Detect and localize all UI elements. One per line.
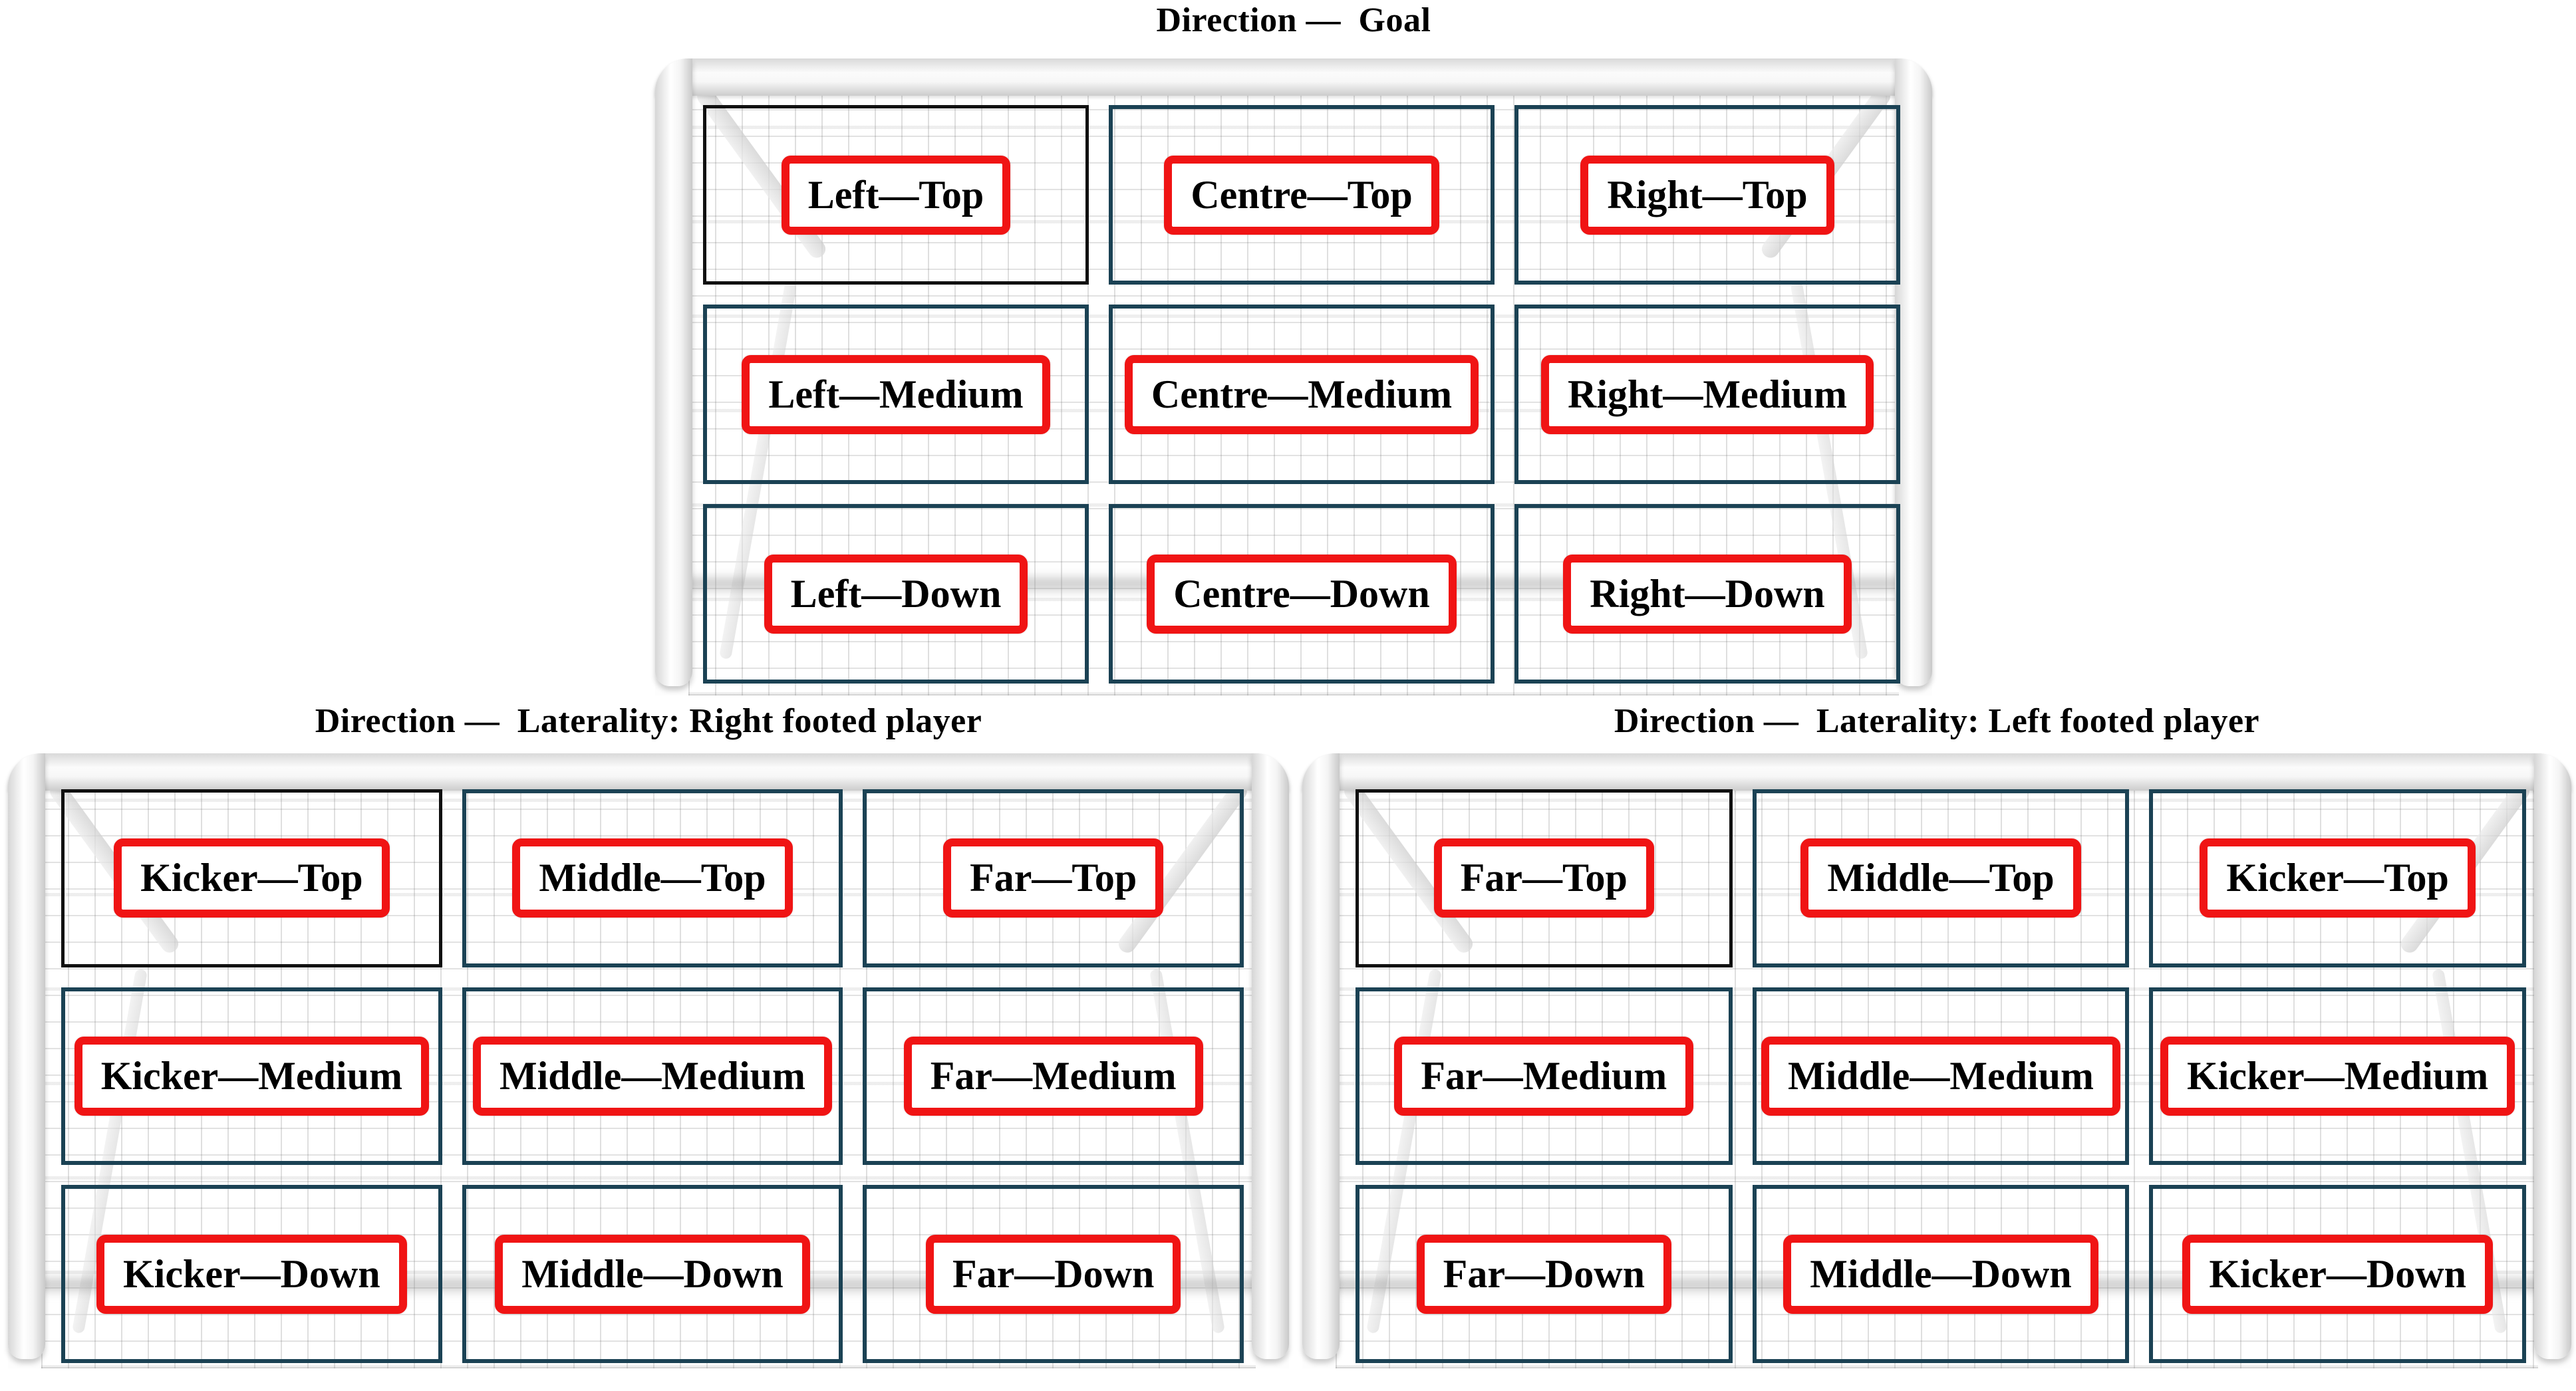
zone-label-far-top: Far—Top <box>943 838 1164 918</box>
goal-title-left-footed: Direction — Laterality: Left footed play… <box>1614 702 2260 740</box>
zone-label-left-top: Left—Top <box>781 155 1011 235</box>
zone-cell-kicker-medium: Kicker—Medium <box>2149 987 2526 1166</box>
goal-post-right <box>1252 753 1289 1359</box>
zone-cell-middle-medium: Middle—Medium <box>1752 987 2130 1166</box>
zone-cell-far-down: Far—Down <box>863 1185 1244 1363</box>
zone-label-middle-top: Middle—Top <box>1800 838 2081 918</box>
zone-cell-middle-medium: Middle—Medium <box>462 987 843 1166</box>
zone-cell-middle-down: Middle—Down <box>1752 1185 2130 1363</box>
zone-cell-right-medium: Right—Medium <box>1514 305 1900 484</box>
goal-zone-grid: Kicker—Top Middle—Top Far—Top Kicker—Med… <box>61 789 1244 1363</box>
goal-post-left <box>655 59 692 686</box>
goal-title-right-footed: Direction — Laterality: Right footed pla… <box>315 702 982 740</box>
zone-cell-middle-top: Middle—Top <box>1752 789 2130 967</box>
zone-cell-left-down: Left—Down <box>703 504 1089 684</box>
zone-cell-centre-down: Centre—Down <box>1109 504 1495 684</box>
zone-cell-left-medium: Left—Medium <box>703 305 1089 484</box>
zone-cell-far-top: Far—Top <box>1356 789 1733 967</box>
zone-label-middle-medium: Middle—Medium <box>1761 1036 2120 1116</box>
zone-label-right-medium: Right—Medium <box>1541 354 1874 434</box>
zone-label-left-down: Left—Down <box>764 554 1028 634</box>
zone-cell-kicker-down: Kicker—Down <box>2149 1185 2526 1363</box>
goal-zone-grid: Left—Top Centre—Top Right—Top Left—Mediu… <box>703 105 1900 684</box>
goal-post-right <box>2534 753 2571 1359</box>
zone-label-far-down: Far—Down <box>926 1234 1181 1314</box>
zone-label-middle-medium: Middle—Medium <box>472 1036 832 1116</box>
zone-label-centre-top: Centre—Top <box>1164 155 1439 235</box>
zone-label-far-medium: Far—Medium <box>1394 1036 1694 1116</box>
goal-crossbar <box>655 59 1932 96</box>
zone-cell-left-top: Left—Top <box>703 105 1089 285</box>
zone-cell-middle-down: Middle—Down <box>462 1185 843 1363</box>
zone-cell-kicker-down: Kicker—Down <box>61 1185 442 1363</box>
zone-label-kicker-medium: Kicker—Medium <box>74 1036 429 1116</box>
zone-label-left-medium: Left—Medium <box>742 354 1050 434</box>
zone-cell-right-top: Right—Top <box>1514 105 1900 285</box>
goal-crossbar <box>8 753 1289 791</box>
zone-label-far-down: Far—Down <box>1416 1234 1671 1314</box>
zone-label-middle-down: Middle—Down <box>495 1234 810 1314</box>
goal-post-left <box>1302 753 1340 1359</box>
goal-diagram-direction-goal: Left—Top Centre—Top Right—Top Left—Mediu… <box>655 59 1932 696</box>
zone-label-far-top: Far—Top <box>1433 838 1654 918</box>
goal-crossbar <box>1302 753 2571 791</box>
zone-cell-centre-top: Centre—Top <box>1109 105 1495 285</box>
zone-cell-far-down: Far—Down <box>1356 1185 1733 1363</box>
zone-label-centre-down: Centre—Down <box>1147 554 1457 634</box>
zone-cell-far-medium: Far—Medium <box>1356 987 1733 1166</box>
zone-cell-centre-medium: Centre—Medium <box>1109 305 1495 484</box>
goal-post-left <box>8 753 45 1359</box>
zone-cell-middle-top: Middle—Top <box>462 789 843 967</box>
zone-label-kicker-top: Kicker—Top <box>114 838 390 918</box>
goal-diagram-right-footed: Kicker—Top Middle—Top Far—Top Kicker—Med… <box>8 753 1289 1368</box>
zone-label-middle-down: Middle—Down <box>1783 1234 2098 1314</box>
zone-label-right-down: Right—Down <box>1563 554 1852 634</box>
zone-label-right-top: Right—Top <box>1580 155 1834 235</box>
zone-label-centre-medium: Centre—Medium <box>1124 354 1479 434</box>
zone-label-kicker-down: Kicker—Down <box>2182 1234 2493 1314</box>
zone-cell-far-medium: Far—Medium <box>863 987 1244 1166</box>
zone-label-middle-top: Middle—Top <box>512 838 793 918</box>
zone-cell-right-down: Right—Down <box>1514 504 1900 684</box>
goal-zone-grid: Far—Top Middle—Top Kicker—Top Far—Medium… <box>1356 789 2526 1363</box>
zone-label-kicker-medium: Kicker—Medium <box>2160 1036 2515 1116</box>
zone-cell-kicker-top: Kicker—Top <box>2149 789 2526 967</box>
zone-label-kicker-top: Kicker—Top <box>2200 838 2476 918</box>
zone-cell-kicker-medium: Kicker—Medium <box>61 987 442 1166</box>
zone-label-far-medium: Far—Medium <box>903 1036 1203 1116</box>
zone-cell-kicker-top: Kicker—Top <box>61 789 442 967</box>
goal-diagram-left-footed: Far—Top Middle—Top Kicker—Top Far—Medium… <box>1302 753 2571 1368</box>
goal-post-right <box>1895 59 1932 686</box>
goal-title-direction-goal: Direction — Goal <box>1156 1 1431 39</box>
zone-label-kicker-down: Kicker—Down <box>96 1234 407 1314</box>
zone-cell-far-top: Far—Top <box>863 789 1244 967</box>
